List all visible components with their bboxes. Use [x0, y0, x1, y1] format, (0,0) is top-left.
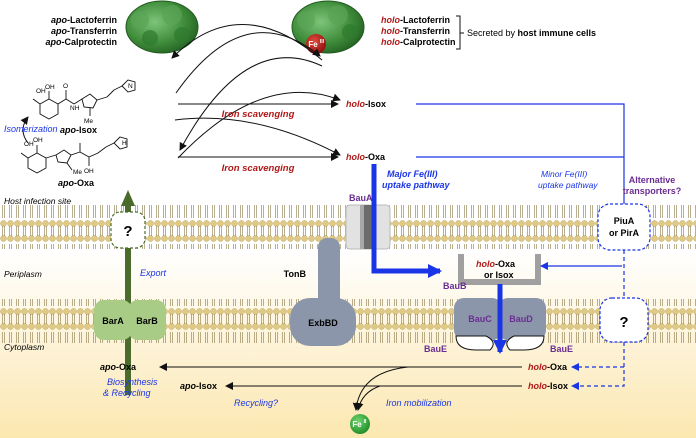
- recycling-label: Recycling?: [234, 398, 278, 408]
- exbbd-label: ExbBD: [308, 318, 338, 328]
- svg-text:Me: Me: [84, 118, 93, 125]
- holo-isox-top: holo-Isox: [346, 99, 386, 109]
- iron-scavenging-label-bottom: Iron scavenging: [222, 163, 295, 174]
- tonb-protein: [318, 238, 340, 308]
- major-pathway-line1: Major Fe(III): [387, 169, 438, 179]
- biosynthesis-line1: Biosynthesis: [107, 377, 158, 387]
- pira-label: or PirA: [609, 228, 640, 238]
- bara-barb-complex: BarA BarB: [94, 300, 166, 340]
- export-channel: [110, 211, 146, 249]
- svg-text:H: H: [122, 140, 127, 147]
- apo-transferrin: apo-Transferrin: [51, 26, 117, 36]
- svg-text:OH: OH: [45, 84, 55, 91]
- piua-label: PiuA: [614, 216, 635, 226]
- exbbd-protein: [290, 298, 356, 346]
- periplasm-label: Periplasm: [4, 269, 42, 279]
- apo-isox-structure: [32, 79, 136, 120]
- baucde-transporter: BauC BauD BauE BauE: [424, 298, 573, 354]
- major-pathway-line2: uptake pathway: [382, 180, 451, 190]
- periplasm-cargo-line1: holo-Oxa: [476, 259, 516, 269]
- bara-protein: [94, 300, 132, 340]
- baua-receptor: [345, 204, 391, 250]
- holo-calprotectin: holo-Calprotectin: [381, 37, 456, 47]
- inner-unknown-transporter: [599, 297, 649, 343]
- svg-text:OH: OH: [24, 141, 34, 148]
- export-question-mark: ?: [123, 223, 132, 240]
- svg-text:OH: OH: [33, 137, 43, 144]
- barb-protein: [128, 300, 166, 340]
- minor-pathway-line-isox: [416, 103, 625, 238]
- baud-protein: [498, 298, 546, 340]
- baue-right-label: BauE: [550, 344, 573, 354]
- baue-left-label: BauE: [424, 344, 447, 354]
- tonb-exbbd-complex: TonB ExbBD: [284, 238, 356, 346]
- baue-left-protein: [455, 335, 494, 351]
- fe3-superscript: III: [320, 39, 325, 45]
- apo-isox-label: apo-Isox: [60, 125, 97, 135]
- holo-transferrin: holo-Transferrin: [381, 26, 450, 36]
- svg-text:NH: NH: [70, 105, 80, 112]
- minor-pathway-line1: Minor Fe(III): [541, 169, 587, 179]
- baud-label: BauD: [509, 314, 533, 324]
- fe3-label: Fe: [308, 40, 318, 49]
- svg-text:OH: OH: [84, 168, 94, 175]
- baub-protein: [458, 254, 541, 285]
- host-infection-site-label: Host infection site: [4, 196, 71, 206]
- export-label: Export: [140, 268, 167, 278]
- secreted-label: Secreted by host immune cells: [467, 28, 596, 38]
- fe3-ion: Fe III: [306, 34, 326, 54]
- biosynthesis-line2: & Recycling: [103, 388, 151, 398]
- secreted-bracket: [456, 15, 464, 50]
- baub-label: BauB: [443, 281, 467, 291]
- svg-text:N: N: [128, 83, 133, 90]
- iron-scavenging-arrows: [171, 24, 341, 161]
- isomerization-label: Isomerization: [4, 124, 58, 134]
- apo-oxa-label: apo-Oxa: [58, 178, 95, 188]
- cyto-apo-oxa: apo-Oxa: [100, 362, 137, 372]
- piua-pira-transporter: [597, 203, 651, 251]
- cytoplasm-label: Cytoplasm: [4, 342, 44, 352]
- apo-lactoferrin: apo-Lactoferrin: [51, 15, 117, 25]
- bara-label: BarA: [102, 316, 124, 326]
- iron-release-arrows: [352, 366, 409, 411]
- cyto-holo-oxa: holo-Oxa: [528, 362, 568, 372]
- apo-calprotectin: apo-Calprotectin: [45, 37, 117, 47]
- cytoplasm-background: [0, 250, 696, 438]
- major-pathway-arrow: [371, 164, 442, 278]
- barb-label: BarB: [136, 316, 158, 326]
- iron-scavenging-label-top: Iron scavenging: [222, 109, 295, 120]
- apo-oxa-structure: [20, 136, 128, 174]
- alt-transporters-line2: transporters?: [623, 186, 682, 196]
- svg-text:O: O: [63, 83, 68, 90]
- alt-transporters-line1: Alternative: [629, 175, 676, 185]
- apo-protein-list: apo-Lactoferrin apo-Transferrin apo-Calp…: [45, 15, 117, 47]
- holo-lactoferrin: holo-Lactoferrin: [381, 15, 450, 25]
- cyto-holo-isox: holo-Isox: [528, 381, 568, 391]
- fe2-label: Fe: [352, 420, 362, 429]
- minor-pathway-line2: uptake pathway: [538, 180, 598, 190]
- apo-oxa-atoms: OH OH Me OH H: [24, 137, 127, 176]
- bauc-label: BauC: [468, 314, 492, 324]
- bauc-protein: [454, 298, 502, 340]
- fe2-superscript: II: [364, 419, 367, 425]
- holo-oxa-top: holo-Oxa: [346, 152, 386, 162]
- inner-question-mark: ?: [619, 314, 628, 331]
- isomerization-arrow: [20, 116, 29, 144]
- periplasm-cargo-line2: or Isox: [484, 270, 514, 280]
- fe2-ion: Fe II: [350, 414, 370, 434]
- svg-text:OH: OH: [36, 88, 46, 95]
- holo-protein-list: holo-Lactoferrin holo-Transferrin holo-C…: [381, 15, 456, 47]
- baue-right-protein: [506, 335, 545, 351]
- cyto-apo-isox: apo-Isox: [180, 381, 217, 391]
- iron-mobilization-label: Iron mobilization: [386, 398, 452, 408]
- baua-label: BauA: [349, 193, 373, 203]
- apo-protein-structure: [125, 0, 199, 54]
- apo-isox-atoms: OH OH O NH Me N: [36, 83, 133, 125]
- svg-text:Me: Me: [73, 169, 82, 176]
- cyto-isox-dashed-arrow: [571, 342, 625, 390]
- tonb-label: TonB: [284, 269, 307, 279]
